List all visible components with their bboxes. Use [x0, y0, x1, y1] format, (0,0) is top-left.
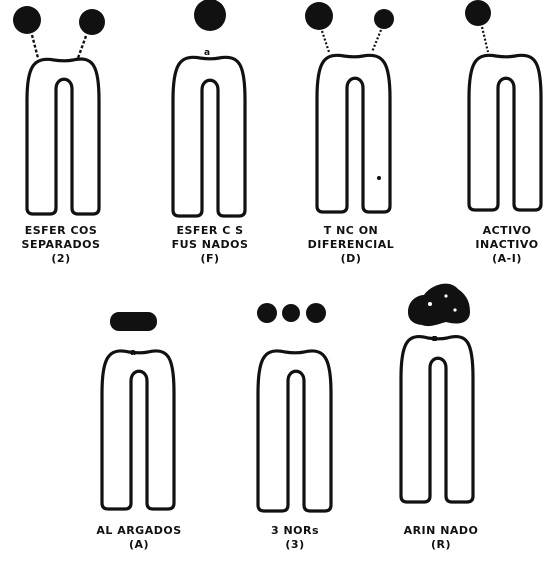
satellite-stalk-right — [372, 30, 381, 52]
label-line-1: T NC ON — [296, 224, 406, 238]
panel-esfericos-separados — [13, 6, 105, 214]
label-line-2: (A) — [84, 538, 194, 552]
label-tincion-diferencial: T NC ON DIFERENCIAL (D) — [296, 224, 406, 266]
panel-esfericos-fusionados: a — [173, 0, 245, 216]
label-line-2: SEPARADOS — [13, 238, 109, 252]
label-esfericos-separados: ESFER COS SEPARADOS (2) — [13, 224, 109, 266]
label-line-2: (3) — [250, 538, 340, 552]
panel-tincion-diferencial — [305, 2, 394, 212]
label-line-1: AL ARGADOS — [84, 524, 194, 538]
chromosome-outline — [173, 57, 245, 216]
satellite-stalk-left — [32, 35, 38, 58]
label-arinonado: ARIN NADO (R) — [386, 524, 496, 552]
stray-mark-a: a — [204, 48, 210, 58]
label-line-1: 3 NORs — [250, 524, 340, 538]
ink-dot — [377, 176, 381, 180]
label-line-3: (2) — [13, 252, 109, 266]
nor-dot-2 — [282, 304, 300, 322]
satellite-stalk-left — [322, 31, 329, 52]
label-line-2: DIFERENCIAL — [296, 238, 406, 252]
nor-kidney-highlight — [453, 308, 456, 311]
nor-dot-1 — [257, 303, 277, 323]
nor-dot-3 — [306, 303, 326, 323]
label-line-1: ACTIVO — [459, 224, 555, 238]
panel-alargados: a — [102, 312, 174, 509]
nor-sphere-large — [305, 2, 333, 30]
label-line-1: ESFER C S — [158, 224, 262, 238]
chromosome-outline — [317, 55, 390, 212]
nor-kidney-highlight — [428, 302, 432, 306]
nor-sphere-fused — [194, 0, 226, 31]
label-line-3: (D) — [296, 252, 406, 266]
chromosome-outline — [469, 55, 541, 210]
satellite-stalk-right — [78, 36, 86, 58]
label-alargados: AL ARGADOS (A) — [84, 524, 194, 552]
label-esfericos-fusionados: ESFER C S FUS NADOS (F) — [158, 224, 262, 266]
label-activo-inactivo: ACTIVO INACTIVO (A-I) — [459, 224, 555, 266]
nor-sphere-small — [374, 9, 394, 29]
panel-tres-nors — [257, 303, 331, 511]
chromosome-outline — [27, 59, 99, 214]
label-line-2: FUS NADOS — [158, 238, 262, 252]
label-line-2: (R) — [386, 538, 496, 552]
chromosome-outline — [102, 351, 174, 509]
label-line-1: ESFER COS — [13, 224, 109, 238]
label-line-3: (F) — [158, 252, 262, 266]
nor-elongated-block — [110, 312, 157, 331]
label-line-2: INACTIVO — [459, 238, 555, 252]
label-line-3: (A-I) — [459, 252, 555, 266]
label-tres-nors: 3 NORs (3) — [250, 524, 340, 552]
chromosome-outline — [258, 351, 331, 511]
nor-kidney-mass — [408, 284, 470, 326]
panel-activo-inactivo — [465, 0, 541, 210]
panel-arinonado: z — [401, 284, 473, 502]
nor-sphere-right — [79, 9, 105, 35]
nor-sphere-left — [13, 6, 41, 34]
nor-kidney-highlight — [444, 294, 447, 297]
chromosome-outline — [401, 337, 473, 502]
satellite-stalk — [482, 27, 488, 52]
nor-sphere-active — [465, 0, 491, 26]
label-line-1: ARIN NADO — [386, 524, 496, 538]
